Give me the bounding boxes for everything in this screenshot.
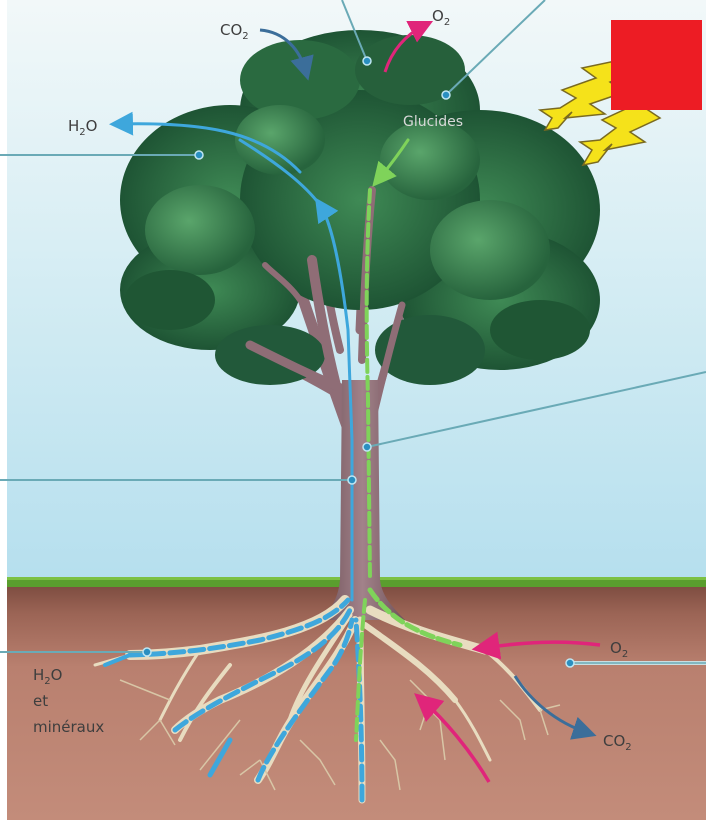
water-flow-arrows — [103, 111, 365, 803]
label-o2-top: O2 — [432, 7, 450, 28]
tree-trunk — [320, 380, 405, 620]
sugar-flow-arrows — [354, 138, 463, 742]
label-h2o-roots: H2O — [33, 666, 62, 687]
o2-soil-arrow — [471, 631, 601, 660]
co2-intake-arrow-top — [259, 28, 314, 81]
redaction-box — [611, 20, 702, 110]
label-co2-soil: CO2 — [603, 732, 632, 753]
co2-soil-arrow — [513, 675, 597, 740]
leader-dots — [142, 56, 575, 668]
o2-release-arrow-top — [383, 20, 434, 73]
label-et: et — [33, 692, 48, 710]
label-co2-top: CO2 — [220, 21, 249, 42]
label-h2o-leaves: H2O — [68, 117, 97, 138]
o2-root-arrow — [414, 693, 491, 783]
leader-lines — [0, 0, 706, 665]
label-mineraux: minéraux — [33, 718, 104, 736]
label-glucides: Glucides — [403, 114, 463, 130]
label-o2-soil: O2 — [610, 639, 628, 660]
tree-foliage — [120, 30, 600, 385]
root-hairs — [119, 679, 561, 791]
